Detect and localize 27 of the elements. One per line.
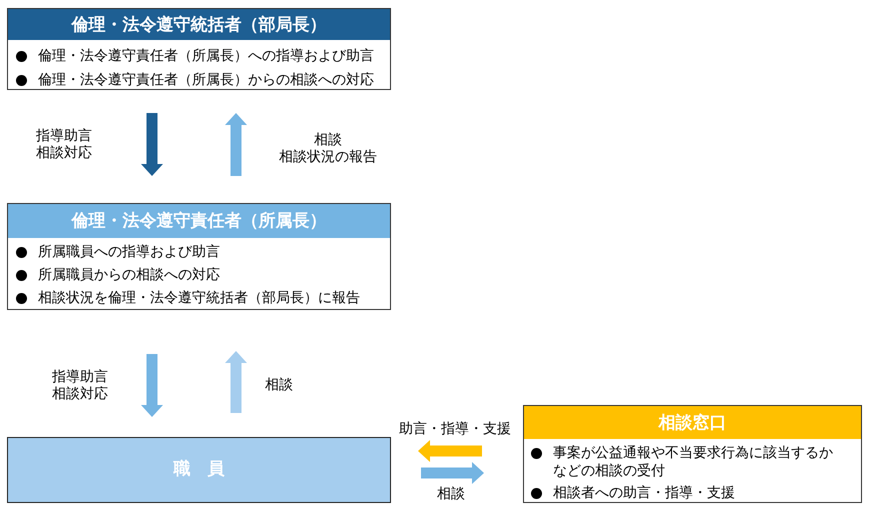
role-box [7,203,391,310]
block-arrow [421,462,484,484]
block-arrow [225,351,247,413]
block-arrow [418,440,482,462]
bullet-text: 所属職員への指導および助言 [38,243,220,261]
edge-label: 助言・指導・支援 [399,421,511,438]
box-title: 倫理・法令遵守責任者（所属長） [8,204,390,238]
bullet-text: 倫理・法令遵守責任者（所属長）への指導および助言 [38,47,374,65]
edge-label: 指導助言相談対応 [36,128,93,162]
edge-label: 相談 [437,486,465,503]
bullet-text: 所属職員からの相談への対応 [38,266,220,284]
bullet-text: 倫理・法令遵守責任者（所属長）からの相談への対応 [38,71,374,89]
role-box: 職 員 [7,437,391,503]
bullet-text: 事案が公益通報や不当要求行為に該当するかなどの相談の受付 [553,444,834,480]
block-arrow [141,354,163,417]
arrow-note: 相談状況の報告 [278,149,378,166]
bullet-text: 相談者への助言・指導・支援 [553,484,736,502]
arrow-note: 相談 [313,132,343,149]
edge-label: 相談 [265,377,293,394]
box-title: 倫理・法令遵守統括者（部局長） [8,9,390,40]
bullet-text: 相談状況を倫理・法令遵守統括者（部局長）に報告 [38,289,360,307]
role-box [523,405,862,503]
block-arrow [141,113,163,176]
role-box [7,8,391,90]
block-arrow [225,113,247,176]
edge-label: 指導助言相談対応 [52,369,109,403]
box-title: 相談窓口 [524,406,861,439]
